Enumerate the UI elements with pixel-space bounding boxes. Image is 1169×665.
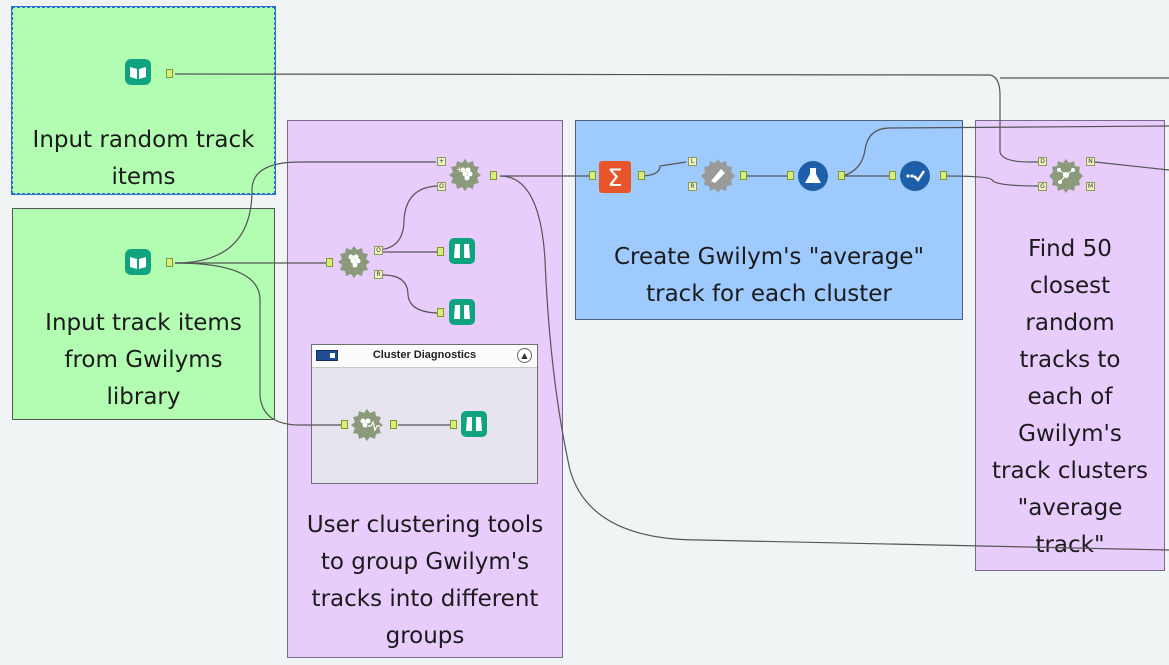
- label-line: random: [1025, 310, 1115, 336]
- label-line: to group Gwilym's: [320, 549, 530, 575]
- label-line: items: [111, 164, 176, 190]
- svg-text:+: +: [456, 165, 463, 174]
- input-anchor-plus[interactable]: +: [437, 157, 446, 166]
- flask-icon[interactable]: [797, 160, 829, 192]
- label-line: groups: [385, 623, 465, 649]
- book-icon[interactable]: [124, 248, 152, 276]
- label-line: Input random track: [32, 127, 255, 153]
- label-line: closest: [1029, 273, 1111, 299]
- input-anchor-g[interactable]: G: [1038, 182, 1047, 191]
- cluster-grapes-icon[interactable]: [337, 245, 371, 279]
- label-line: Input track items: [45, 310, 242, 336]
- binoculars-icon[interactable]: [448, 237, 476, 265]
- checkmark-flow-icon[interactable]: [899, 160, 931, 192]
- cluster-grapes-icon[interactable]: [350, 408, 384, 442]
- label-line: Create Gwilym's "average": [613, 244, 925, 270]
- label-line: library: [106, 384, 181, 410]
- container-label: Create Gwilym's "average" track for each…: [576, 239, 962, 313]
- input-anchor[interactable]: [341, 420, 348, 429]
- input-anchor[interactable]: [589, 171, 596, 180]
- container-find-closest[interactable]: Find 50 closest random tracks to each of…: [975, 120, 1165, 571]
- container-label: User clustering tools to group Gwilym's …: [288, 507, 562, 655]
- label-line: "average: [1017, 495, 1123, 521]
- wire: [374, 185, 441, 251]
- output-anchor-m[interactable]: M: [1086, 182, 1095, 191]
- diagnostics-title: Cluster Diagnostics: [372, 349, 477, 361]
- diagnostics-header[interactable]: Cluster Diagnostics ▲: [312, 345, 537, 368]
- wire: [174, 262, 345, 426]
- wire: [499, 175, 1169, 551]
- label-line: Gwilym's: [1018, 421, 1122, 447]
- collapse-toggle-icon[interactable]: ▲: [517, 348, 532, 363]
- container-label: Input track items from Gwilyms library: [13, 305, 274, 416]
- input-anchor[interactable]: [437, 247, 444, 256]
- label-line: track clusters: [991, 458, 1149, 484]
- output-anchor[interactable]: [838, 171, 845, 180]
- input-anchor-d[interactable]: D: [1038, 157, 1047, 166]
- container-color-icon[interactable]: [316, 350, 338, 361]
- output-anchor-o[interactable]: O: [374, 246, 383, 255]
- container-input-random[interactable]: Input random track items: [11, 6, 276, 196]
- input-anchor[interactable]: [450, 420, 457, 429]
- wire: [174, 73, 1038, 163]
- input-anchor-l[interactable]: L: [688, 157, 697, 166]
- wire: [174, 161, 436, 264]
- input-anchor[interactable]: [787, 171, 794, 180]
- wire: [1094, 161, 1169, 171]
- binoculars-icon[interactable]: [448, 298, 476, 326]
- wire: [382, 274, 441, 314]
- cluster-grapes-icon[interactable]: +: [448, 158, 482, 192]
- output-anchor[interactable]: [940, 171, 947, 180]
- input-anchor-o[interactable]: O: [437, 182, 446, 191]
- input-anchor-r[interactable]: R: [688, 182, 697, 191]
- label-line: Find 50: [1028, 236, 1112, 262]
- output-anchor-n[interactable]: N: [1086, 157, 1095, 166]
- book-icon[interactable]: [124, 58, 152, 86]
- output-anchor[interactable]: [390, 420, 397, 429]
- container-input-gwilym[interactable]: Input track items from Gwilyms library: [12, 208, 275, 420]
- svg-text:Σ: Σ: [607, 164, 622, 192]
- container-label: Find 50 closest random tracks to each of…: [976, 231, 1164, 564]
- output-anchor[interactable]: [166, 258, 173, 267]
- input-anchor[interactable]: [326, 258, 333, 267]
- input-anchor[interactable]: [437, 308, 444, 317]
- label-line: from Gwilyms: [64, 347, 223, 373]
- label-line: track": [1035, 532, 1105, 558]
- output-anchor[interactable]: [740, 171, 747, 180]
- sigma-icon[interactable]: Σ: [598, 160, 632, 194]
- label-line: tracks to: [1019, 347, 1121, 373]
- label-line: each of: [1027, 384, 1113, 410]
- wire: [944, 175, 1039, 187]
- wire: [842, 125, 1169, 177]
- label-line: tracks into different: [311, 586, 539, 612]
- label-line: track for each cluster: [646, 281, 892, 307]
- container-average[interactable]: Create Gwilym's "average" track for each…: [575, 120, 963, 320]
- container-cluster-diagnostics[interactable]: Cluster Diagnostics ▲: [311, 344, 538, 484]
- output-anchor[interactable]: [166, 69, 173, 78]
- wire: [639, 161, 687, 177]
- input-anchor[interactable]: [889, 171, 896, 180]
- output-anchor[interactable]: [490, 171, 497, 180]
- find-nearest-icon[interactable]: [1048, 158, 1084, 194]
- formula-icon[interactable]: [700, 158, 736, 194]
- output-anchor-r[interactable]: R: [374, 270, 383, 279]
- output-anchor[interactable]: [638, 171, 645, 180]
- label-line: User clustering tools: [306, 512, 544, 538]
- container-label: Input random track items: [13, 122, 274, 196]
- binoculars-icon[interactable]: [460, 410, 488, 438]
